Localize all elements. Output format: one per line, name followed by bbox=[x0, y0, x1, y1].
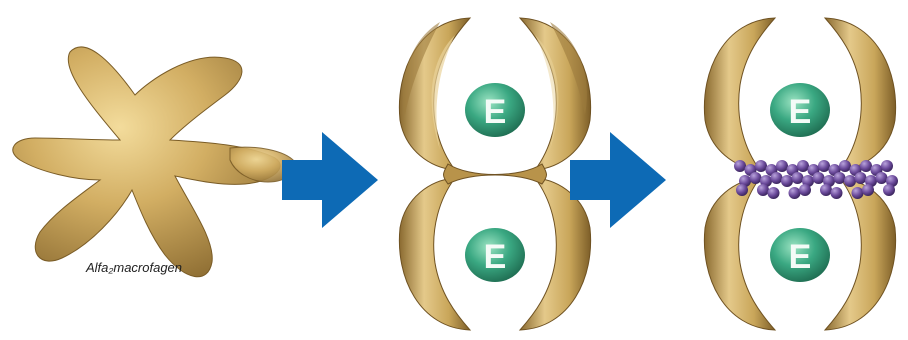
molecule bbox=[834, 172, 846, 184]
molecule bbox=[797, 160, 809, 172]
molecule bbox=[781, 175, 793, 187]
molecule bbox=[792, 172, 804, 184]
molecule bbox=[734, 160, 746, 172]
cage-with-enzymes: E E bbox=[399, 18, 590, 330]
enzyme-label: E bbox=[789, 93, 812, 131]
molecule bbox=[862, 184, 874, 196]
cage-with-substrate: E E bbox=[704, 18, 898, 330]
molecule bbox=[768, 187, 780, 199]
molecule bbox=[860, 160, 872, 172]
molecule bbox=[855, 172, 867, 184]
molecule bbox=[757, 184, 769, 196]
molecule bbox=[771, 172, 783, 184]
enzyme-label: E bbox=[789, 238, 812, 276]
molecule bbox=[820, 184, 832, 196]
enzyme-label: E bbox=[484, 93, 507, 131]
molecule bbox=[844, 175, 856, 187]
molecule bbox=[736, 184, 748, 196]
molecule bbox=[818, 160, 830, 172]
molecule bbox=[876, 172, 888, 184]
alpha2-macroglobulin-star bbox=[13, 47, 296, 277]
molecule bbox=[831, 187, 843, 199]
molecule bbox=[755, 160, 767, 172]
molecule bbox=[750, 172, 762, 184]
molecule bbox=[852, 187, 864, 199]
molecule bbox=[881, 160, 893, 172]
molecule bbox=[839, 160, 851, 172]
molecule bbox=[789, 187, 801, 199]
diagram-caption: Alfa₂macrofagen bbox=[85, 260, 182, 275]
molecule bbox=[799, 184, 811, 196]
molecule bbox=[776, 160, 788, 172]
right-arrow-icon bbox=[282, 132, 378, 228]
molecule bbox=[813, 172, 825, 184]
molecule bbox=[883, 184, 895, 196]
enzyme-label: E bbox=[484, 238, 507, 276]
